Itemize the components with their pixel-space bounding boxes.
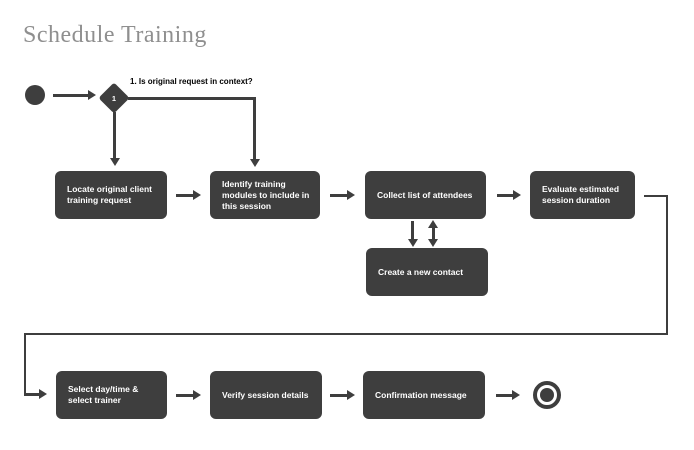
arrowhead-right bbox=[88, 90, 96, 100]
arrowhead-down bbox=[110, 158, 120, 166]
arrowhead-down bbox=[428, 239, 438, 247]
flow-node-evaluate-duration: Evaluate estimated session duration bbox=[530, 171, 635, 219]
flow-node-label: Verify session details bbox=[222, 389, 309, 400]
flow-node-collect-attendees: Collect list of attendees bbox=[365, 171, 486, 219]
connector-segment bbox=[24, 333, 668, 335]
flow-node-label: Confirmation message bbox=[375, 389, 467, 400]
arrowhead-right bbox=[193, 390, 201, 400]
arrowhead-right bbox=[39, 389, 47, 399]
page-title: Schedule Training bbox=[23, 22, 207, 48]
connector-segment bbox=[496, 394, 513, 397]
flow-node-label: Evaluate estimated session duration bbox=[542, 184, 620, 205]
arrowhead-right bbox=[512, 390, 520, 400]
connector-segment bbox=[666, 195, 668, 335]
arrowhead-up bbox=[428, 220, 438, 228]
flow-node-select-daytime-trainer: Select day/time & select trainer bbox=[56, 371, 167, 419]
connector-segment bbox=[644, 195, 668, 197]
flow-node-label: Identify training modules to include in … bbox=[222, 178, 310, 211]
flow-node-label: Collect list of attendees bbox=[377, 189, 473, 200]
flow-node-confirmation: Confirmation message bbox=[363, 371, 485, 419]
flow-node-verify-details: Verify session details bbox=[210, 371, 322, 419]
flow-node-identify-modules: Identify training modules to include in … bbox=[210, 171, 320, 219]
connector-segment bbox=[176, 394, 194, 397]
flow-node-label: Locate original client training request bbox=[67, 184, 153, 205]
start-node bbox=[25, 85, 45, 105]
arrowhead-right bbox=[347, 190, 355, 200]
connector-segment bbox=[128, 97, 256, 100]
connector-segment bbox=[411, 221, 414, 240]
connector-segment bbox=[330, 394, 348, 397]
connector-segment bbox=[176, 194, 194, 197]
arrowhead-right bbox=[193, 190, 201, 200]
arrowhead-down bbox=[408, 239, 418, 247]
connector-segment bbox=[113, 112, 116, 160]
flow-node-label: Create a new contact bbox=[378, 266, 464, 277]
connector-segment bbox=[432, 226, 435, 240]
connector-segment bbox=[497, 194, 514, 197]
arrowhead-down bbox=[250, 159, 260, 167]
decision-question-label: 1. Is original request in context? bbox=[130, 77, 253, 86]
arrowhead-right bbox=[513, 190, 521, 200]
flow-node-locate-request: Locate original client training request bbox=[55, 171, 167, 219]
connector-segment bbox=[330, 194, 348, 197]
flow-node-create-contact: Create a new contact bbox=[366, 248, 488, 296]
flow-node-label: Select day/time & select trainer bbox=[68, 384, 139, 405]
decision-number: 1 bbox=[111, 93, 117, 103]
end-node-core bbox=[540, 388, 554, 402]
connector-segment bbox=[253, 97, 256, 161]
connector-segment bbox=[53, 94, 89, 97]
arrowhead-right bbox=[347, 390, 355, 400]
connector-segment bbox=[24, 333, 26, 395]
connector-segment bbox=[24, 393, 40, 396]
